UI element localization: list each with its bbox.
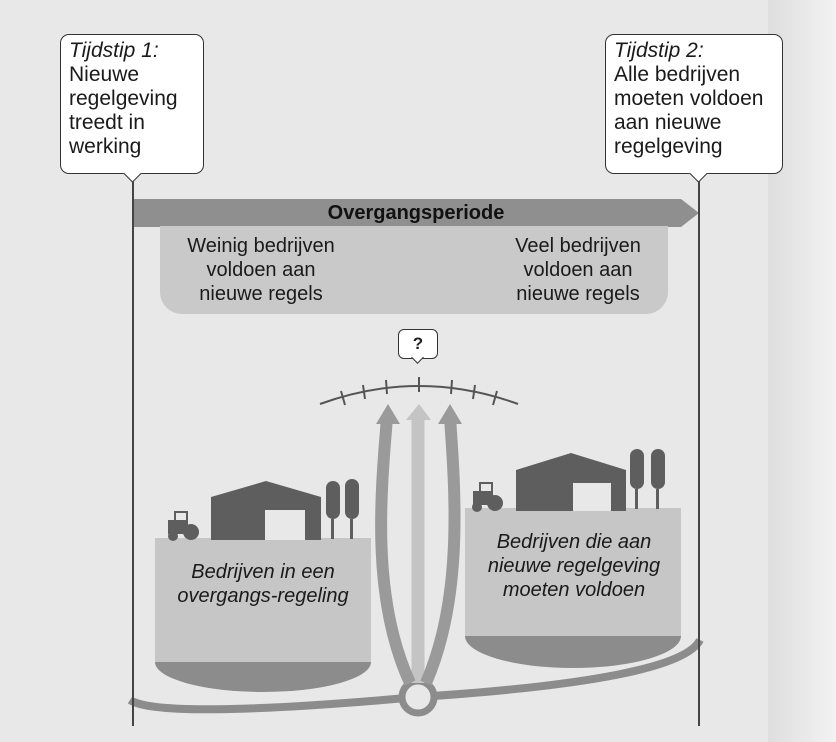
timepoint-2-callout: Tijdstip 2: Alle bedrijven moeten voldoe… bbox=[605, 34, 783, 174]
silo-icon bbox=[630, 449, 665, 509]
timeline-1 bbox=[132, 180, 134, 726]
timeline-2 bbox=[698, 180, 700, 726]
transition-period-label: Overgangsperiode bbox=[327, 202, 505, 224]
timepoint-2-text: Alle bedrijven moeten voldoen aan nieuwe… bbox=[614, 63, 764, 158]
timepoint-2-label: Tijdstip 2: bbox=[614, 39, 704, 62]
barn-icon bbox=[516, 453, 626, 511]
transition-period-arrow bbox=[133, 199, 699, 227]
scale-ticks bbox=[340, 377, 498, 406]
timepoint-1-text: Nieuwe regelgeving treedt in werking bbox=[69, 63, 178, 158]
left-field-box bbox=[155, 538, 371, 662]
compliance-box bbox=[160, 226, 668, 314]
arrow-right bbox=[420, 417, 461, 686]
arrow-light-head bbox=[406, 404, 431, 420]
left-group-text: Bedrijven in een overgangs-regeling bbox=[177, 561, 349, 607]
barn-icon bbox=[211, 481, 321, 540]
right-group-text: Bedrijven die aan nieuwe regelgeving moe… bbox=[487, 531, 661, 601]
compliance-right-text: Veel bedrijven voldoen aan nieuwe regels bbox=[515, 235, 641, 305]
timepoint-1-label: Tijdstip 1: bbox=[69, 39, 159, 62]
tractor-icon bbox=[472, 482, 503, 512]
arrow-left-head bbox=[376, 404, 400, 424]
silo-icon bbox=[326, 479, 359, 539]
arrow-right-head bbox=[438, 404, 462, 424]
compliance-left-text: Weinig bedrijven voldoen aan nieuwe rege… bbox=[187, 235, 335, 305]
timepoint-1-callout: Tijdstip 1: Nieuwe regelgeving treedt in… bbox=[60, 34, 204, 174]
arrow-left bbox=[375, 417, 416, 686]
right-field-box bbox=[465, 508, 681, 636]
tractor-icon bbox=[168, 511, 199, 541]
hub-circle bbox=[398, 677, 438, 717]
